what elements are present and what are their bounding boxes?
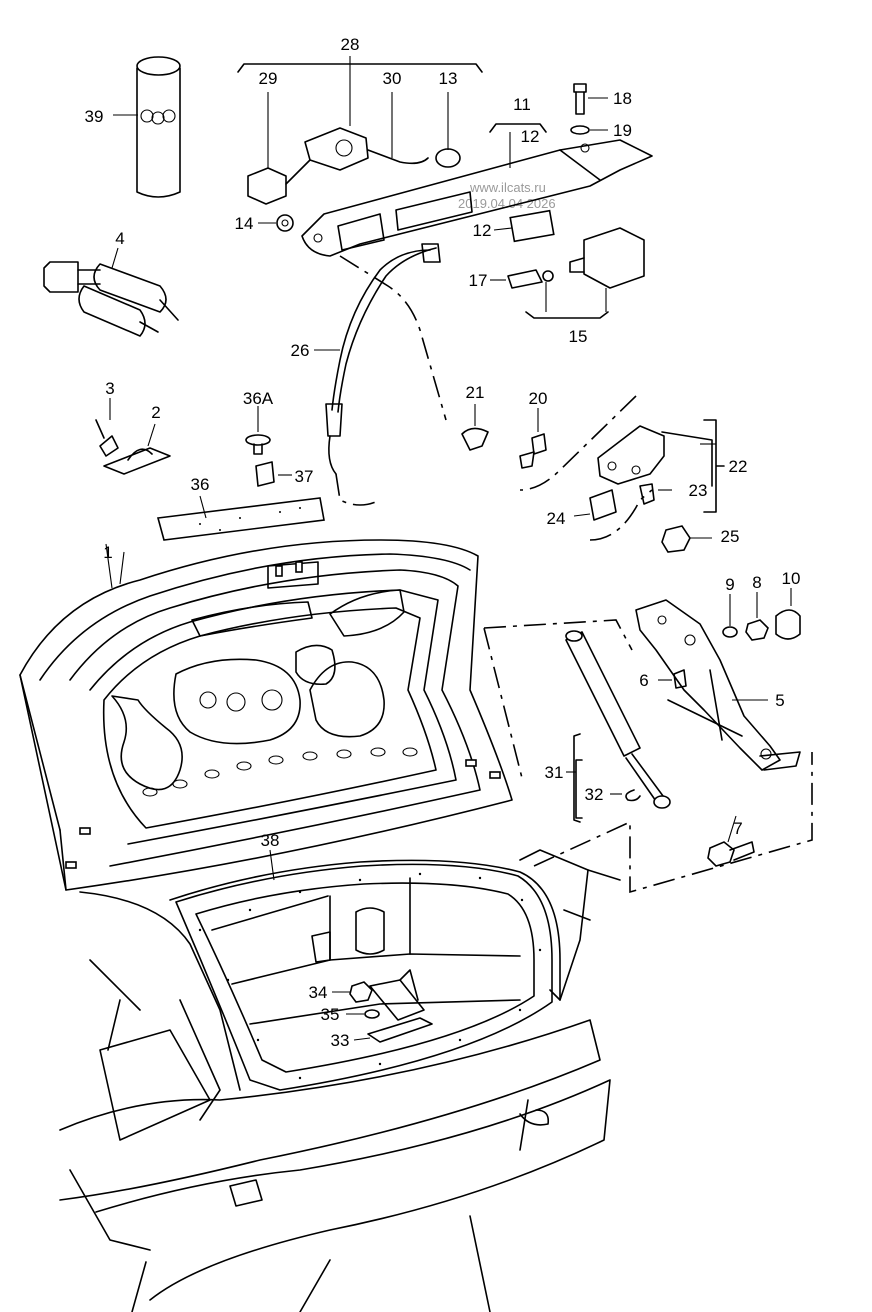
dashed-link-hinge	[519, 395, 653, 541]
callout-30: 30	[383, 69, 402, 88]
part-5-hinge	[635, 599, 801, 771]
callout-18: 18	[613, 89, 632, 108]
part-37-grommet	[255, 461, 292, 487]
part-11-handle-strip	[301, 123, 653, 257]
callout-5: 5	[775, 691, 784, 710]
part-9-washer	[722, 594, 738, 638]
callout-4: 4	[115, 229, 124, 248]
callout-31: 31	[545, 763, 564, 782]
part-38-leader	[269, 849, 275, 881]
part-25-nut	[661, 525, 712, 553]
callout-34: 34	[309, 983, 328, 1002]
part-26-release-cable	[314, 243, 441, 475]
callout-11: 11	[513, 95, 531, 114]
part-4-applicator	[43, 247, 179, 337]
callout-12-top: 12	[521, 127, 540, 146]
callout-3: 3	[105, 379, 114, 398]
callout-28: 28	[341, 35, 360, 54]
callout-labels: 28 29 30 13 11 12 18 19 39 14 12 4 17 15…	[85, 35, 801, 1050]
callout-32: 32	[585, 785, 604, 804]
part-3-rivet	[95, 398, 119, 457]
part-15-17-actuator	[490, 227, 645, 319]
dashed-link-strut	[483, 619, 813, 894]
callout-29: 29	[259, 69, 278, 88]
leader-lines	[119, 419, 760, 819]
callout-10: 10	[782, 569, 801, 588]
callout-7: 7	[733, 819, 742, 838]
part-18-19-bolt-washer	[570, 83, 608, 135]
callout-38: 38	[261, 831, 280, 850]
part-39-touch-up-can	[113, 56, 181, 198]
watermark-site: www.ilcats.ru	[469, 180, 546, 195]
part-36a-clip	[245, 406, 271, 455]
lid-drain-holes	[142, 747, 418, 797]
part-23-bolt	[639, 483, 672, 505]
callout-21: 21	[466, 383, 485, 402]
group-28-bracket	[237, 56, 483, 126]
callout-37: 37	[295, 467, 314, 486]
callout-2: 2	[151, 403, 160, 422]
part-22-latch	[597, 425, 713, 487]
callout-24: 24	[547, 509, 566, 528]
part-34-nut	[332, 981, 373, 1003]
part-1-trunk-lid	[19, 539, 513, 891]
part-35-washer	[346, 1009, 380, 1019]
callout-6: 6	[639, 671, 648, 690]
watermark-date: 2019.04.04 2026	[458, 196, 556, 211]
callout-1: 1	[103, 543, 112, 562]
part-29-30-lock-cylinder	[247, 92, 461, 205]
part-20-switch	[519, 408, 547, 469]
dashed-link-cable	[339, 255, 447, 421]
callout-26: 26	[291, 341, 310, 360]
part-8-nut	[745, 592, 769, 641]
part-21-plug	[461, 404, 489, 451]
callout-36a: 36A	[243, 389, 274, 408]
callout-33: 33	[331, 1031, 350, 1050]
callout-20: 20	[529, 389, 548, 408]
callout-36: 36	[191, 475, 210, 494]
callout-19: 19	[613, 121, 632, 140]
part-14-nut	[258, 214, 294, 232]
part-12-plate	[509, 209, 555, 243]
callout-13: 13	[439, 69, 458, 88]
callout-12-bottom: 12	[473, 221, 492, 240]
part-33-bracket	[353, 1017, 433, 1043]
dashed-link-cable-end	[335, 473, 381, 506]
part-6-stud	[658, 669, 687, 689]
callout-15: 15	[569, 327, 588, 346]
lid-studs	[65, 561, 501, 869]
callout-17: 17	[469, 271, 488, 290]
part-24-connector	[573, 489, 617, 521]
callout-14: 14	[235, 214, 254, 233]
part-31-gas-strut	[565, 630, 671, 823]
callout-9: 9	[725, 575, 734, 594]
part-36-damping-mat	[156, 495, 325, 541]
part-32-clip	[610, 789, 641, 802]
callout-25: 25	[721, 527, 740, 546]
part-7-bolt	[707, 815, 755, 867]
callout-35: 35	[321, 1005, 340, 1024]
vehicle-rear-body	[59, 849, 621, 1312]
callout-8: 8	[752, 573, 761, 592]
callout-39: 39	[85, 107, 104, 126]
callout-23: 23	[689, 481, 708, 500]
part-10-cap-nut	[775, 588, 801, 640]
part-2-bracket	[103, 423, 171, 475]
callout-22: 22	[729, 457, 748, 476]
